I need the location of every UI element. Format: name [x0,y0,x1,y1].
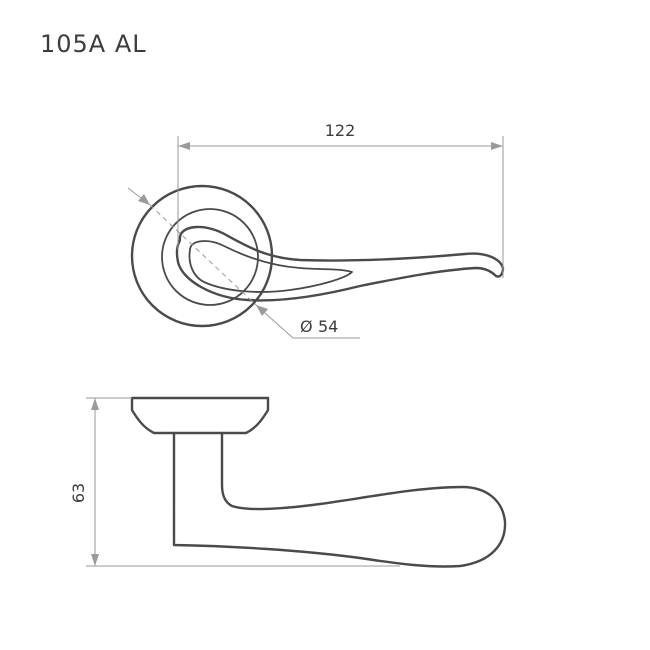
diameter-arrow-lower [256,305,268,316]
height-arrow-top [91,398,99,410]
diameter-symbol: Ø [300,317,313,336]
length-value: 122 [325,121,356,140]
height-arrow-bottom [91,554,99,566]
lever-profile [172,431,507,568]
rose-profile [130,396,270,435]
model-title: 105A AL [40,30,147,58]
side-view: 63 [69,396,507,568]
rose-inner-circle [161,208,259,306]
lever-outline [175,225,505,302]
top-view: Ø 54 122 [127,121,505,339]
lever-groove [188,240,353,293]
diameter-value: 54 [318,317,338,336]
length-arrow-left [178,142,190,150]
height-value: 63 [69,483,88,503]
diameter-leader-dashed [149,204,257,306]
length-arrow-right [491,142,503,150]
diameter-arrow-upper [138,194,150,205]
